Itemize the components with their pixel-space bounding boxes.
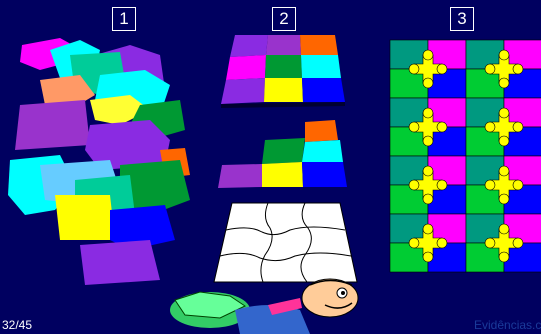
puzzle-piece [262, 162, 303, 187]
panel-number-2: 2 [272, 7, 296, 31]
puzzle-piece [226, 55, 266, 80]
yellow-knob [499, 78, 509, 88]
yellow-knob [423, 224, 433, 234]
yellow-knob [499, 166, 509, 176]
yellow-knob [423, 166, 433, 176]
puzzle-piece [15, 100, 90, 150]
puzzle-piece [55, 195, 115, 240]
puzzle-piece [305, 120, 338, 142]
yellow-knob [437, 238, 447, 248]
puzzle-piece [264, 78, 303, 102]
yellow-knob [423, 108, 433, 118]
yellow-knob [513, 64, 523, 74]
yellow-knob [513, 122, 523, 132]
yellow-knob [513, 180, 523, 190]
yellow-knob [423, 252, 433, 262]
yellow-knob [499, 252, 509, 262]
yellow-knob [499, 50, 509, 60]
puzzle-piece [266, 35, 301, 55]
yellow-knob [423, 78, 433, 88]
puzzle-piece [80, 240, 160, 285]
yellow-knob [485, 122, 495, 132]
yellow-knob [499, 224, 509, 234]
yellow-knob [499, 194, 509, 204]
puzzle-piece [230, 35, 268, 57]
footer-source: Evidências.co [474, 318, 541, 332]
puzzle-piece [302, 78, 345, 102]
partial-puzzle-board [218, 120, 347, 188]
yellow-knob [499, 136, 509, 146]
puzzle-piece [302, 162, 347, 187]
yellow-knob [409, 180, 419, 190]
puzzle-piece [221, 78, 265, 104]
puzzle-piece [302, 140, 343, 162]
yellow-knob [499, 108, 509, 118]
yellow-knob [513, 238, 523, 248]
yellow-knob [437, 64, 447, 74]
puzzle-piece [265, 55, 302, 78]
yellow-knob [409, 64, 419, 74]
yellow-knob [409, 122, 419, 132]
scattered-pieces-pile [8, 38, 190, 285]
puzzle-piece [300, 35, 338, 55]
panel-number-3: 3 [450, 7, 474, 31]
yellow-knob [423, 136, 433, 146]
puzzle-piece [262, 138, 305, 164]
yellow-knob [485, 238, 495, 248]
yellow-knob [485, 180, 495, 190]
yellow-knob [437, 180, 447, 190]
colored-puzzle-board [221, 35, 345, 108]
puzzle-piece [301, 55, 341, 78]
yellow-knob [423, 194, 433, 204]
blank-puzzle-template [214, 203, 357, 282]
yellow-knob [409, 238, 419, 248]
puzzle-piece [218, 164, 262, 188]
yellow-knob [485, 64, 495, 74]
yellow-knob [437, 122, 447, 132]
tiled-puzzle-pattern [390, 40, 541, 272]
panel-number-1: 1 [112, 7, 136, 31]
cartoon-man-with-money [170, 279, 358, 334]
yellow-knob [423, 50, 433, 60]
slide-counter: 32/45 [2, 318, 32, 332]
